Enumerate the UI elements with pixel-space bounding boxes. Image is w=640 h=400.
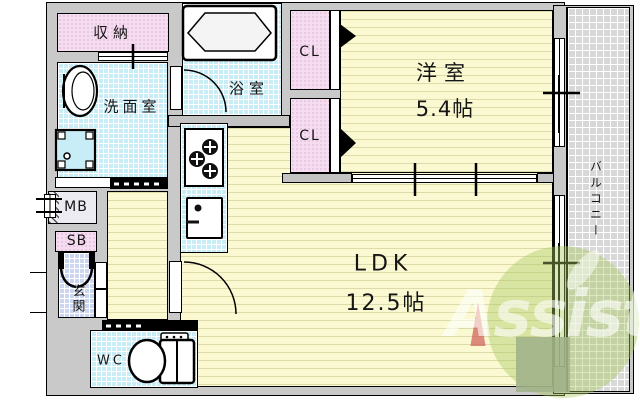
gas-stove bbox=[184, 128, 224, 187]
entrance-step-upper bbox=[95, 262, 107, 289]
western-balcony-window bbox=[554, 38, 565, 147]
storage-label: 収納 bbox=[92, 23, 134, 42]
western-room-label: 洋室 bbox=[416, 61, 472, 85]
balcony-floor bbox=[566, 7, 630, 392]
hallway bbox=[107, 191, 168, 320]
western-ldk-sliding-door bbox=[352, 174, 537, 183]
shoe-box bbox=[55, 231, 97, 252]
shoe-box-label: SB bbox=[66, 233, 88, 249]
room-bathroom bbox=[182, 3, 282, 117]
kitchen-sink bbox=[186, 197, 223, 239]
room-closet-upper bbox=[290, 10, 330, 90]
ldk-label: LDK bbox=[353, 251, 413, 277]
western-room-size: 5.4帖 bbox=[415, 97, 475, 121]
entrance-step-lower bbox=[95, 289, 107, 318]
closet-upper-label: CL bbox=[299, 44, 321, 60]
ldk-size: 12.5帖 bbox=[345, 291, 427, 316]
bathroom-door-panel bbox=[170, 66, 182, 110]
meter-box-label: MB bbox=[64, 199, 88, 215]
ldk-door-panel bbox=[169, 261, 182, 313]
bathroom-label: 浴室 bbox=[228, 79, 270, 98]
watermark-text: Assist bbox=[446, 278, 640, 352]
balcony-label: バルコニー bbox=[588, 160, 603, 240]
washroom-label: 洗面室 bbox=[103, 97, 161, 116]
room-closet-lower bbox=[290, 98, 330, 173]
closet-upper-door-panel bbox=[330, 10, 340, 90]
washroom-folding-door bbox=[110, 178, 168, 189]
closet-lower-label: CL bbox=[299, 128, 321, 144]
meter-box-window bbox=[44, 194, 56, 218]
watermark-square bbox=[516, 337, 570, 392]
entrance-label: 玄関 bbox=[69, 284, 85, 314]
room-western bbox=[340, 10, 553, 173]
room-washroom bbox=[57, 62, 168, 178]
wc-folding-door bbox=[102, 320, 147, 331]
wc-label: WC bbox=[97, 353, 125, 369]
closet-lower-door-panel bbox=[330, 98, 340, 173]
wall-right-of-sliding-door bbox=[537, 173, 554, 183]
room-storage bbox=[57, 13, 169, 52]
wall-under-closets bbox=[282, 173, 352, 183]
wc-lintel bbox=[147, 320, 198, 331]
storage-sliding-door bbox=[98, 52, 168, 61]
entrance-porch bbox=[30, 272, 46, 313]
washroom-counter bbox=[55, 177, 111, 188]
